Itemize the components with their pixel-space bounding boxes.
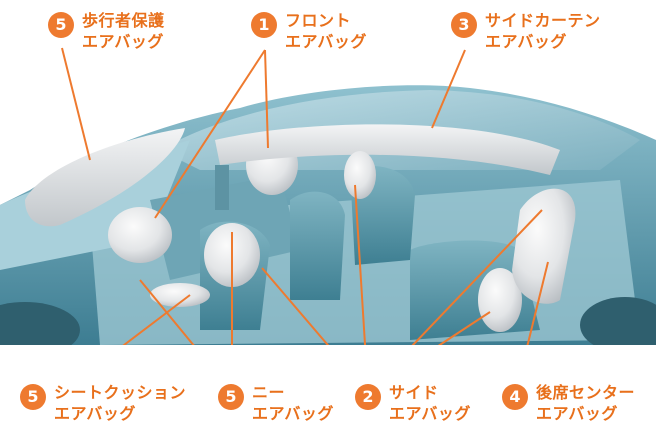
label-line1: サイド [389,383,439,402]
label-line2: エアバッグ [389,404,471,423]
label-line1: シートクッション [54,383,187,402]
label-line1: 歩行者保護 [82,11,165,30]
passenger-front-airbag [108,207,172,263]
ground-band [0,345,656,438]
number-badge: 4 [502,384,528,410]
front-wheel [0,302,80,358]
pedestrian-airbag [25,128,185,227]
rear-center-airbag [512,188,576,304]
side-airbag-rear [478,268,522,332]
label-line1: フロント [285,11,352,30]
side-airbag-front [344,151,376,199]
label-line2: エアバッグ [285,32,367,51]
number-badge: 5 [218,384,244,410]
number-badge: 5 [48,12,74,38]
leader-side-curtain [431,49,466,129]
label-line1: ニー [252,383,286,402]
number-badge: 3 [451,12,477,38]
label-line2: エアバッグ [536,404,618,423]
number-badge: 5 [20,384,46,410]
label-line1: サイドカーテン [485,11,601,30]
number-badge: 1 [251,12,277,38]
label-front-airbag: 1 フロントエアバッグ [251,10,367,52]
label-line2: エアバッグ [82,32,164,51]
leader-pedestrian [61,47,91,161]
seat-cushion-airbag [150,283,210,307]
label-line2: エアバッグ [485,32,567,51]
label-seat-cushion-airbag: 5 シートクッションエアバッグ [20,382,186,424]
label-line1: 後席センター [536,383,636,402]
side-curtain-airbag [215,124,560,175]
rear-wheel [580,297,656,353]
front-seat-right [290,191,345,300]
label-line2: エアバッグ [252,404,334,423]
label-pedestrian-airbag: 5 歩行者保護エアバッグ [48,10,165,52]
leader-front-1 [154,49,266,219]
leader-front-2 [264,49,269,149]
steering-column [215,165,229,210]
number-badge: 2 [355,384,381,410]
label-knee-airbag: 5 ニーエアバッグ [218,382,334,424]
label-rear-center-airbag: 4 後席センターエアバッグ [502,382,635,424]
label-side-curtain-airbag: 3 サイドカーテンエアバッグ [451,10,601,52]
label-line2: エアバッグ [54,404,136,423]
label-side-airbag: 2 サイドエアバッグ [355,382,471,424]
